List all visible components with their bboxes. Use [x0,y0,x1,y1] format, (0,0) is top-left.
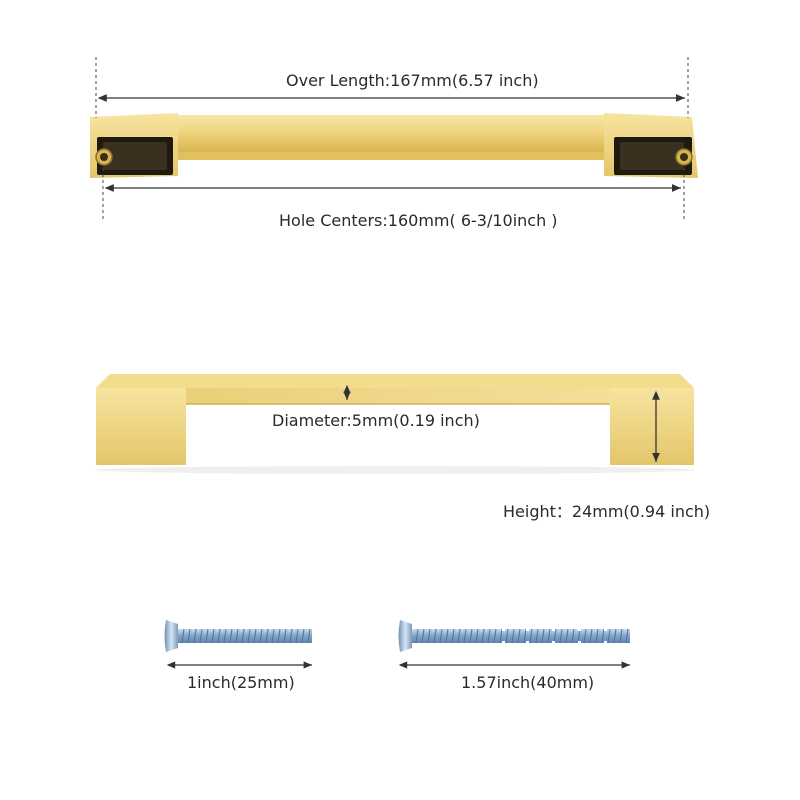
hole-centers-dimension [102,168,685,220]
hole-centers-label: Hole Centers:160mm( 6-3/10inch ) [279,211,558,230]
handle-end-view [90,113,698,178]
long-screw-label: 1.57inch(40mm) [461,673,595,692]
handle-side-view [95,374,695,474]
over-length-label: Over Length:167mm(6.57 inch) [286,71,539,90]
over-length-dimension [95,57,689,118]
diameter-label: Diameter:5mm(0.19 inch) [272,411,480,430]
height-label: Height：24mm(0.94 inch) [503,502,711,521]
screw-short [164,620,312,669]
short-screw-label: 1inch(25mm) [187,673,295,692]
screw-long [398,620,630,669]
